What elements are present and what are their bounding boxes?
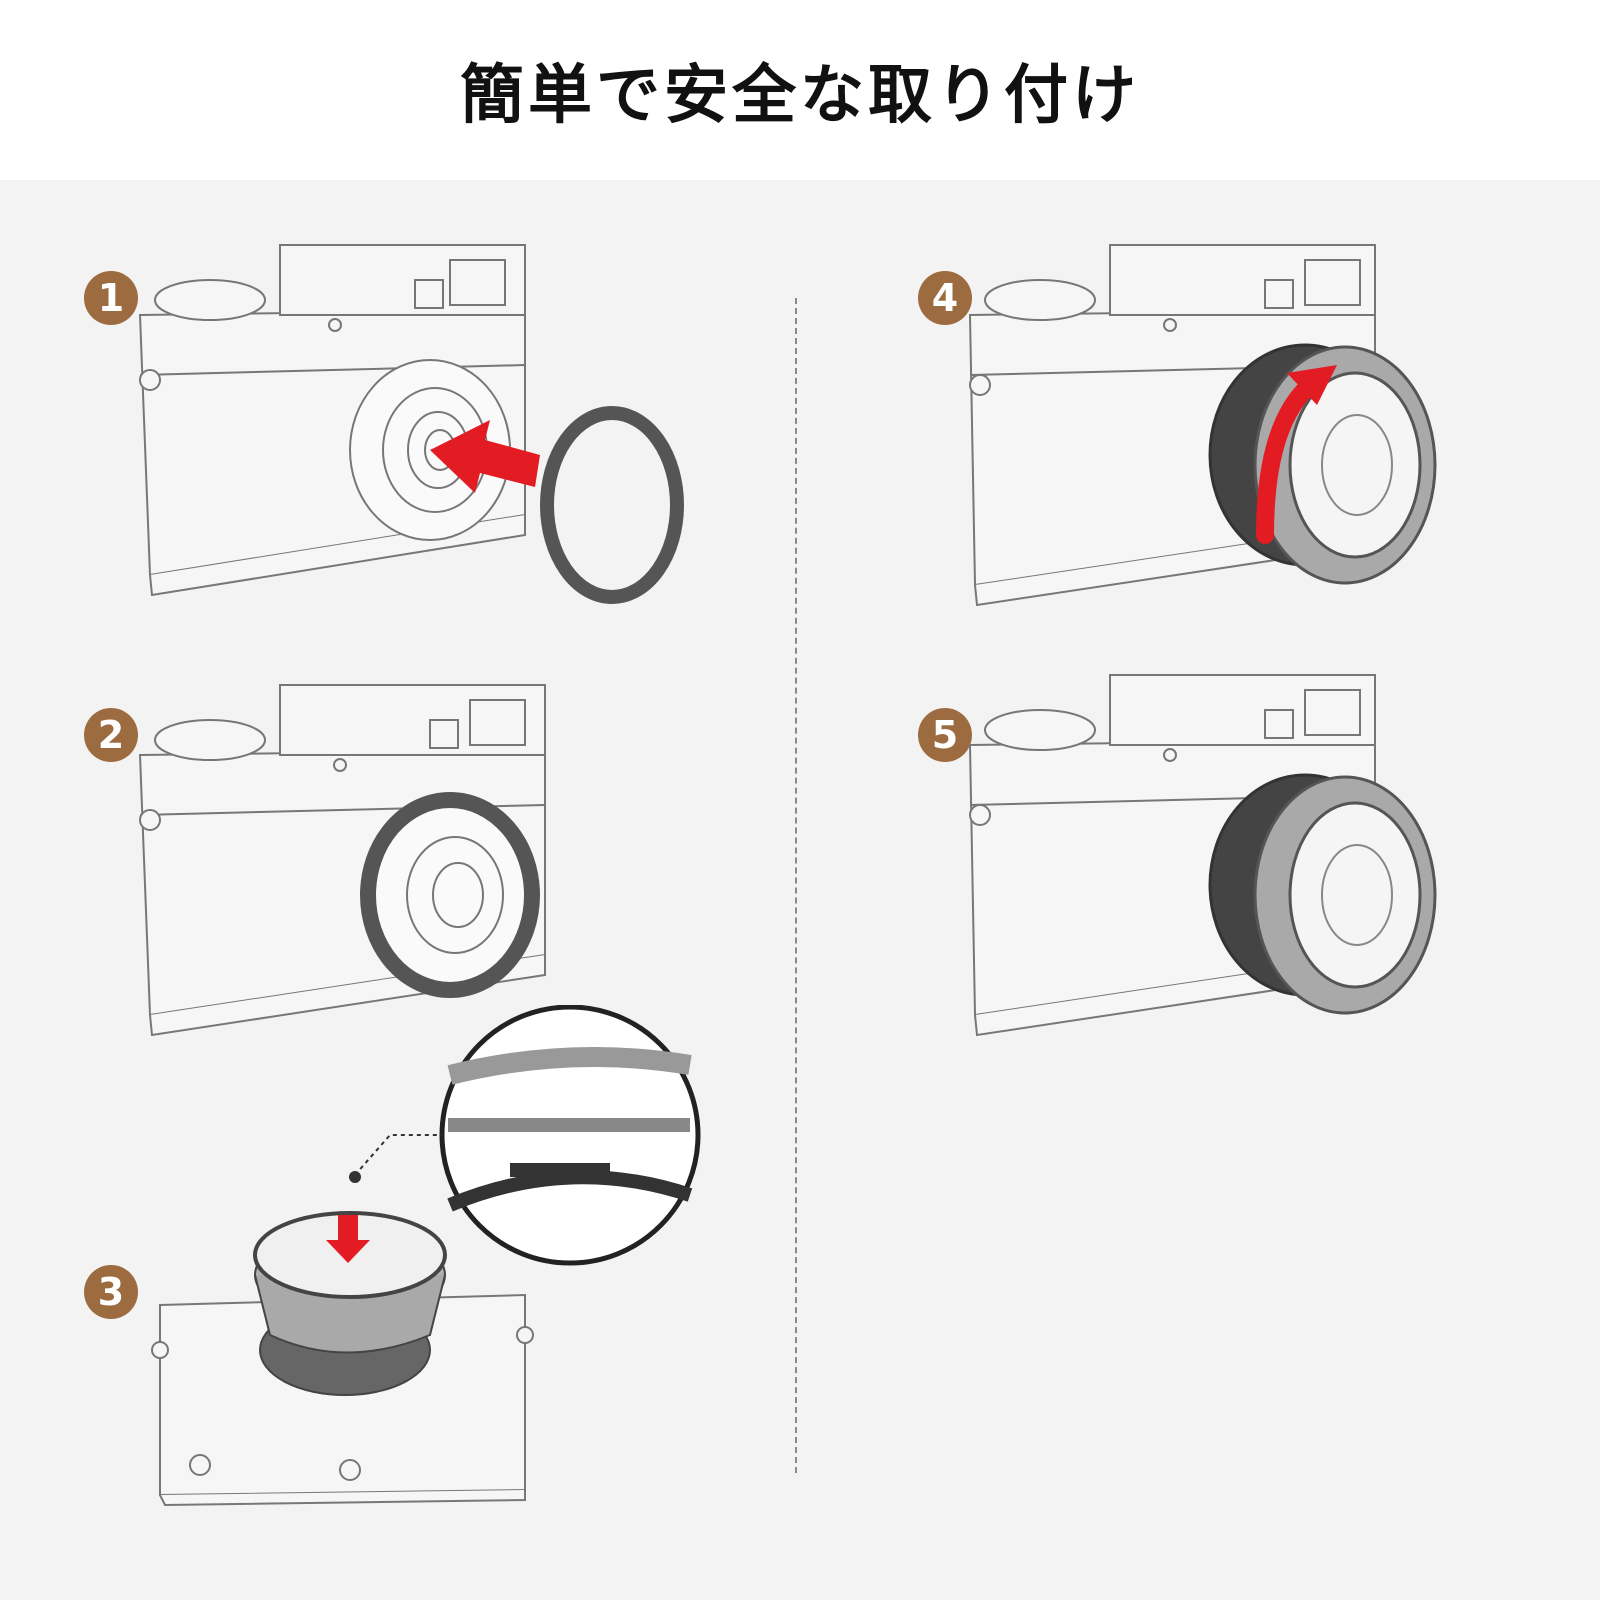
step-number: 1	[97, 276, 125, 320]
step-number: 2	[97, 713, 125, 757]
insert-arrow-icon	[430, 420, 540, 493]
step-3-illustration	[151, 1005, 701, 1507]
step-4-illustration	[968, 244, 1437, 607]
header: 簡単で安全な取り付け	[0, 0, 1600, 180]
step-5-illustration	[968, 674, 1437, 1037]
step-number: 3	[97, 1270, 125, 1314]
callout-line-icon	[354, 1134, 442, 1176]
step-badge-4: 4	[918, 271, 972, 325]
page-title: 簡単で安全な取り付け	[460, 59, 1140, 133]
step-number: 4	[931, 276, 959, 320]
callout-dot-icon	[349, 1171, 361, 1183]
step-1-illustration	[138, 244, 684, 604]
mounted-ring-lens-icon	[360, 792, 540, 998]
step-badge-3: 3	[84, 1265, 138, 1319]
down-arrow-icon	[326, 1215, 370, 1263]
rotate-arrow-icon	[1256, 365, 1337, 544]
step-2-illustration	[138, 684, 546, 1037]
column-divider	[795, 298, 797, 1473]
adapter-ring-icon	[540, 406, 684, 604]
step-badge-1: 1	[84, 271, 138, 325]
step-badge-2: 2	[84, 708, 138, 762]
step-number: 5	[931, 713, 959, 757]
step-badge-5: 5	[918, 708, 972, 762]
detail-zoom-icon	[439, 1005, 701, 1266]
mounted-hood-icon	[1208, 773, 1437, 1015]
